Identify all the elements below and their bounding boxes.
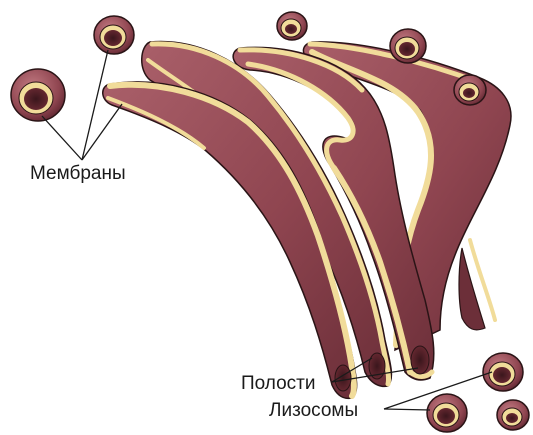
cisterna-front	[103, 82, 357, 398]
vesicle-bottom-center	[427, 394, 467, 432]
vesicle-bottom-right-upper	[483, 353, 523, 391]
label-lysosomes: Лизосомы	[269, 400, 358, 422]
vesicle-left	[11, 69, 65, 121]
vesicle-top-right	[390, 29, 426, 63]
label-membranes: Мембраны	[30, 163, 126, 185]
label-cavities: Полости	[241, 373, 316, 395]
vesicle-right	[454, 75, 486, 105]
vesicle-top-center	[277, 12, 307, 40]
vesicle-bottom-right	[497, 400, 529, 430]
vesicle-top-left	[94, 16, 134, 54]
